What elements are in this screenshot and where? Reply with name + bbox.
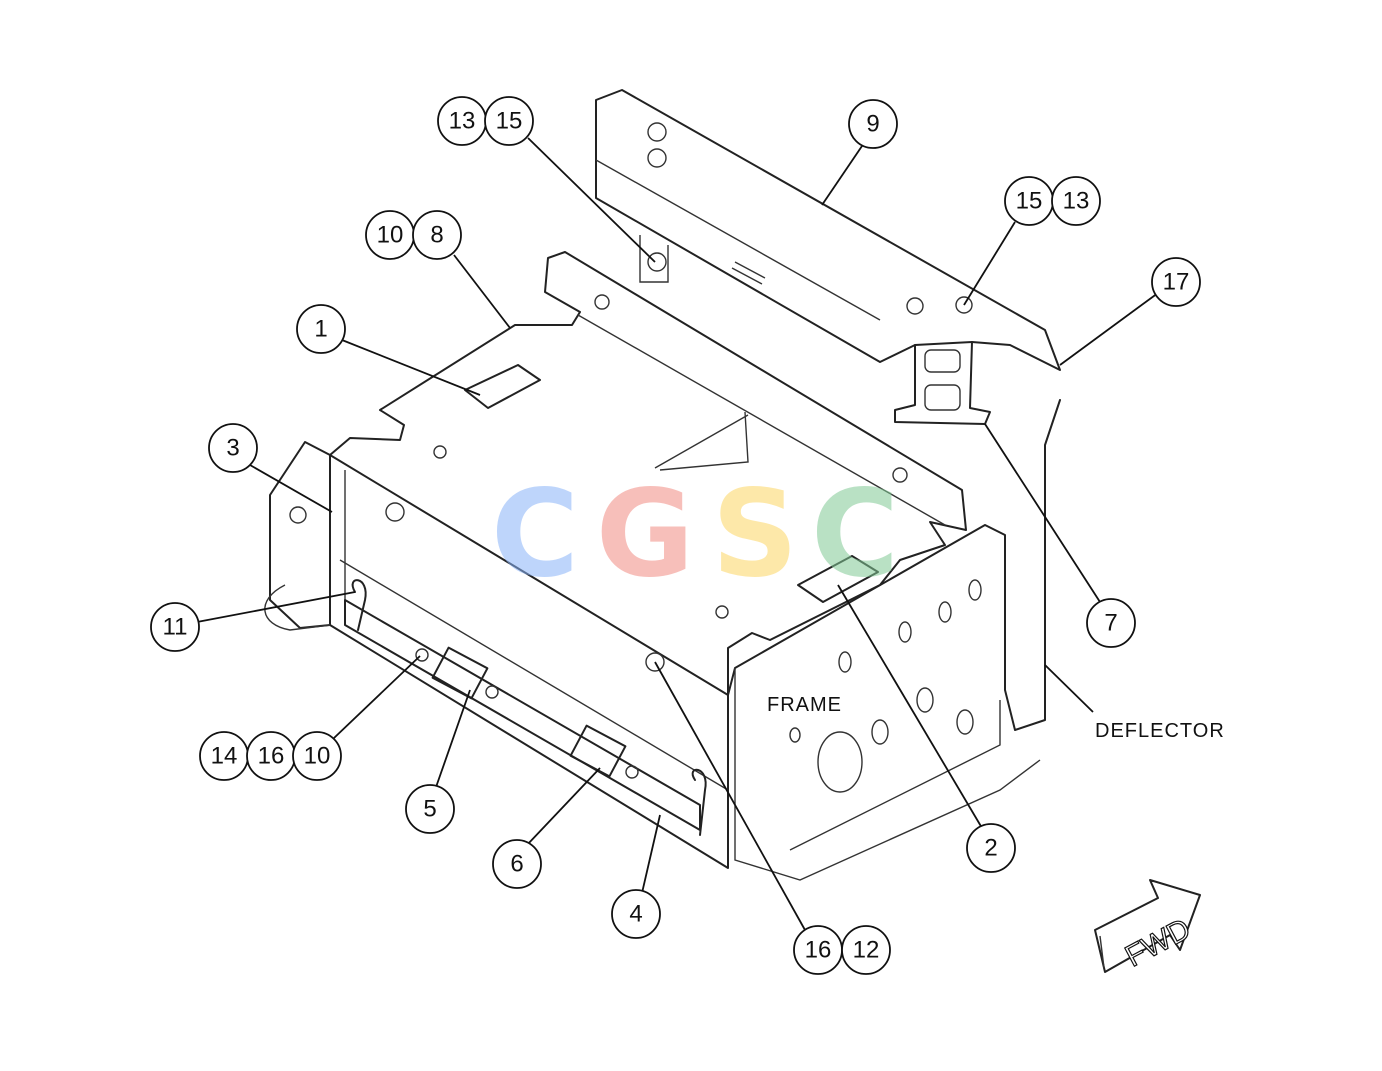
- watermark-letter-s: S: [712, 466, 798, 605]
- svg-text:16: 16: [805, 937, 832, 964]
- svg-text:10: 10: [304, 743, 331, 770]
- callout-15: 15: [484, 96, 534, 146]
- callout-13: 13: [437, 96, 487, 146]
- svg-text:17: 17: [1163, 269, 1190, 296]
- svg-text:1: 1: [314, 316, 327, 343]
- watermark-letter-c2: C: [811, 466, 899, 605]
- callout-3: 3: [208, 423, 258, 473]
- callout-12: 12: [841, 925, 891, 975]
- callout-6: 6: [492, 839, 542, 889]
- assembly-drawing: [264, 89, 1061, 881]
- callout-11: 11: [150, 602, 200, 652]
- callout-10: 10: [365, 210, 415, 260]
- svg-text:6: 6: [510, 851, 523, 878]
- callout-16: 16: [793, 925, 843, 975]
- svg-text:15: 15: [496, 108, 523, 135]
- callout-7: 7: [1086, 598, 1136, 648]
- box-front: [329, 454, 729, 869]
- svg-text:2: 2: [984, 835, 997, 862]
- top-bracket: [595, 89, 1061, 371]
- callout-1: 1: [296, 304, 346, 354]
- forward-arrow: FWD: [1094, 879, 1201, 974]
- svg-text:8: 8: [430, 222, 443, 249]
- svg-text:14: 14: [211, 743, 238, 770]
- callouts: 13 15 9 15 13 17 10 8 1 3 11 7 14 16 10 …: [150, 96, 1201, 975]
- svg-text:5: 5: [423, 796, 436, 823]
- svg-text:10: 10: [377, 222, 404, 249]
- svg-text:3: 3: [226, 435, 239, 462]
- svg-text:15: 15: [1016, 188, 1043, 215]
- lower-panel: [344, 599, 701, 831]
- svg-text:11: 11: [163, 614, 188, 641]
- fwd-label: FWD: [1120, 912, 1196, 973]
- callout-10: 10: [292, 731, 342, 781]
- svg-text:12: 12: [853, 937, 880, 964]
- callout-5: 5: [405, 784, 455, 834]
- leader-lines: [196, 137, 1159, 931]
- svg-text:7: 7: [1104, 610, 1117, 637]
- svg-text:9: 9: [866, 111, 879, 138]
- svg-text:4: 4: [629, 901, 642, 928]
- callout-9: 9: [848, 99, 898, 149]
- frame: [727, 399, 1061, 731]
- svg-text:13: 13: [449, 108, 476, 135]
- callout-13: 13: [1051, 176, 1101, 226]
- svg-text:16: 16: [258, 743, 285, 770]
- deflector-label: DEFLECTOR: [1095, 720, 1225, 742]
- svg-text:13: 13: [1063, 188, 1090, 215]
- frame-label: FRAME: [767, 694, 842, 716]
- watermark-letter-c1: C: [491, 466, 579, 605]
- callout-14: 14: [199, 731, 249, 781]
- callout-16: 16: [246, 731, 296, 781]
- watermark: C G S C: [491, 466, 899, 605]
- callout-2: 2: [966, 823, 1016, 873]
- watermark-letter-g: G: [596, 466, 695, 605]
- callout-4: 4: [611, 889, 661, 939]
- callout-17: 17: [1151, 257, 1201, 307]
- callout-15: 15: [1004, 176, 1054, 226]
- callout-8: 8: [412, 210, 462, 260]
- top-plate: [329, 251, 967, 696]
